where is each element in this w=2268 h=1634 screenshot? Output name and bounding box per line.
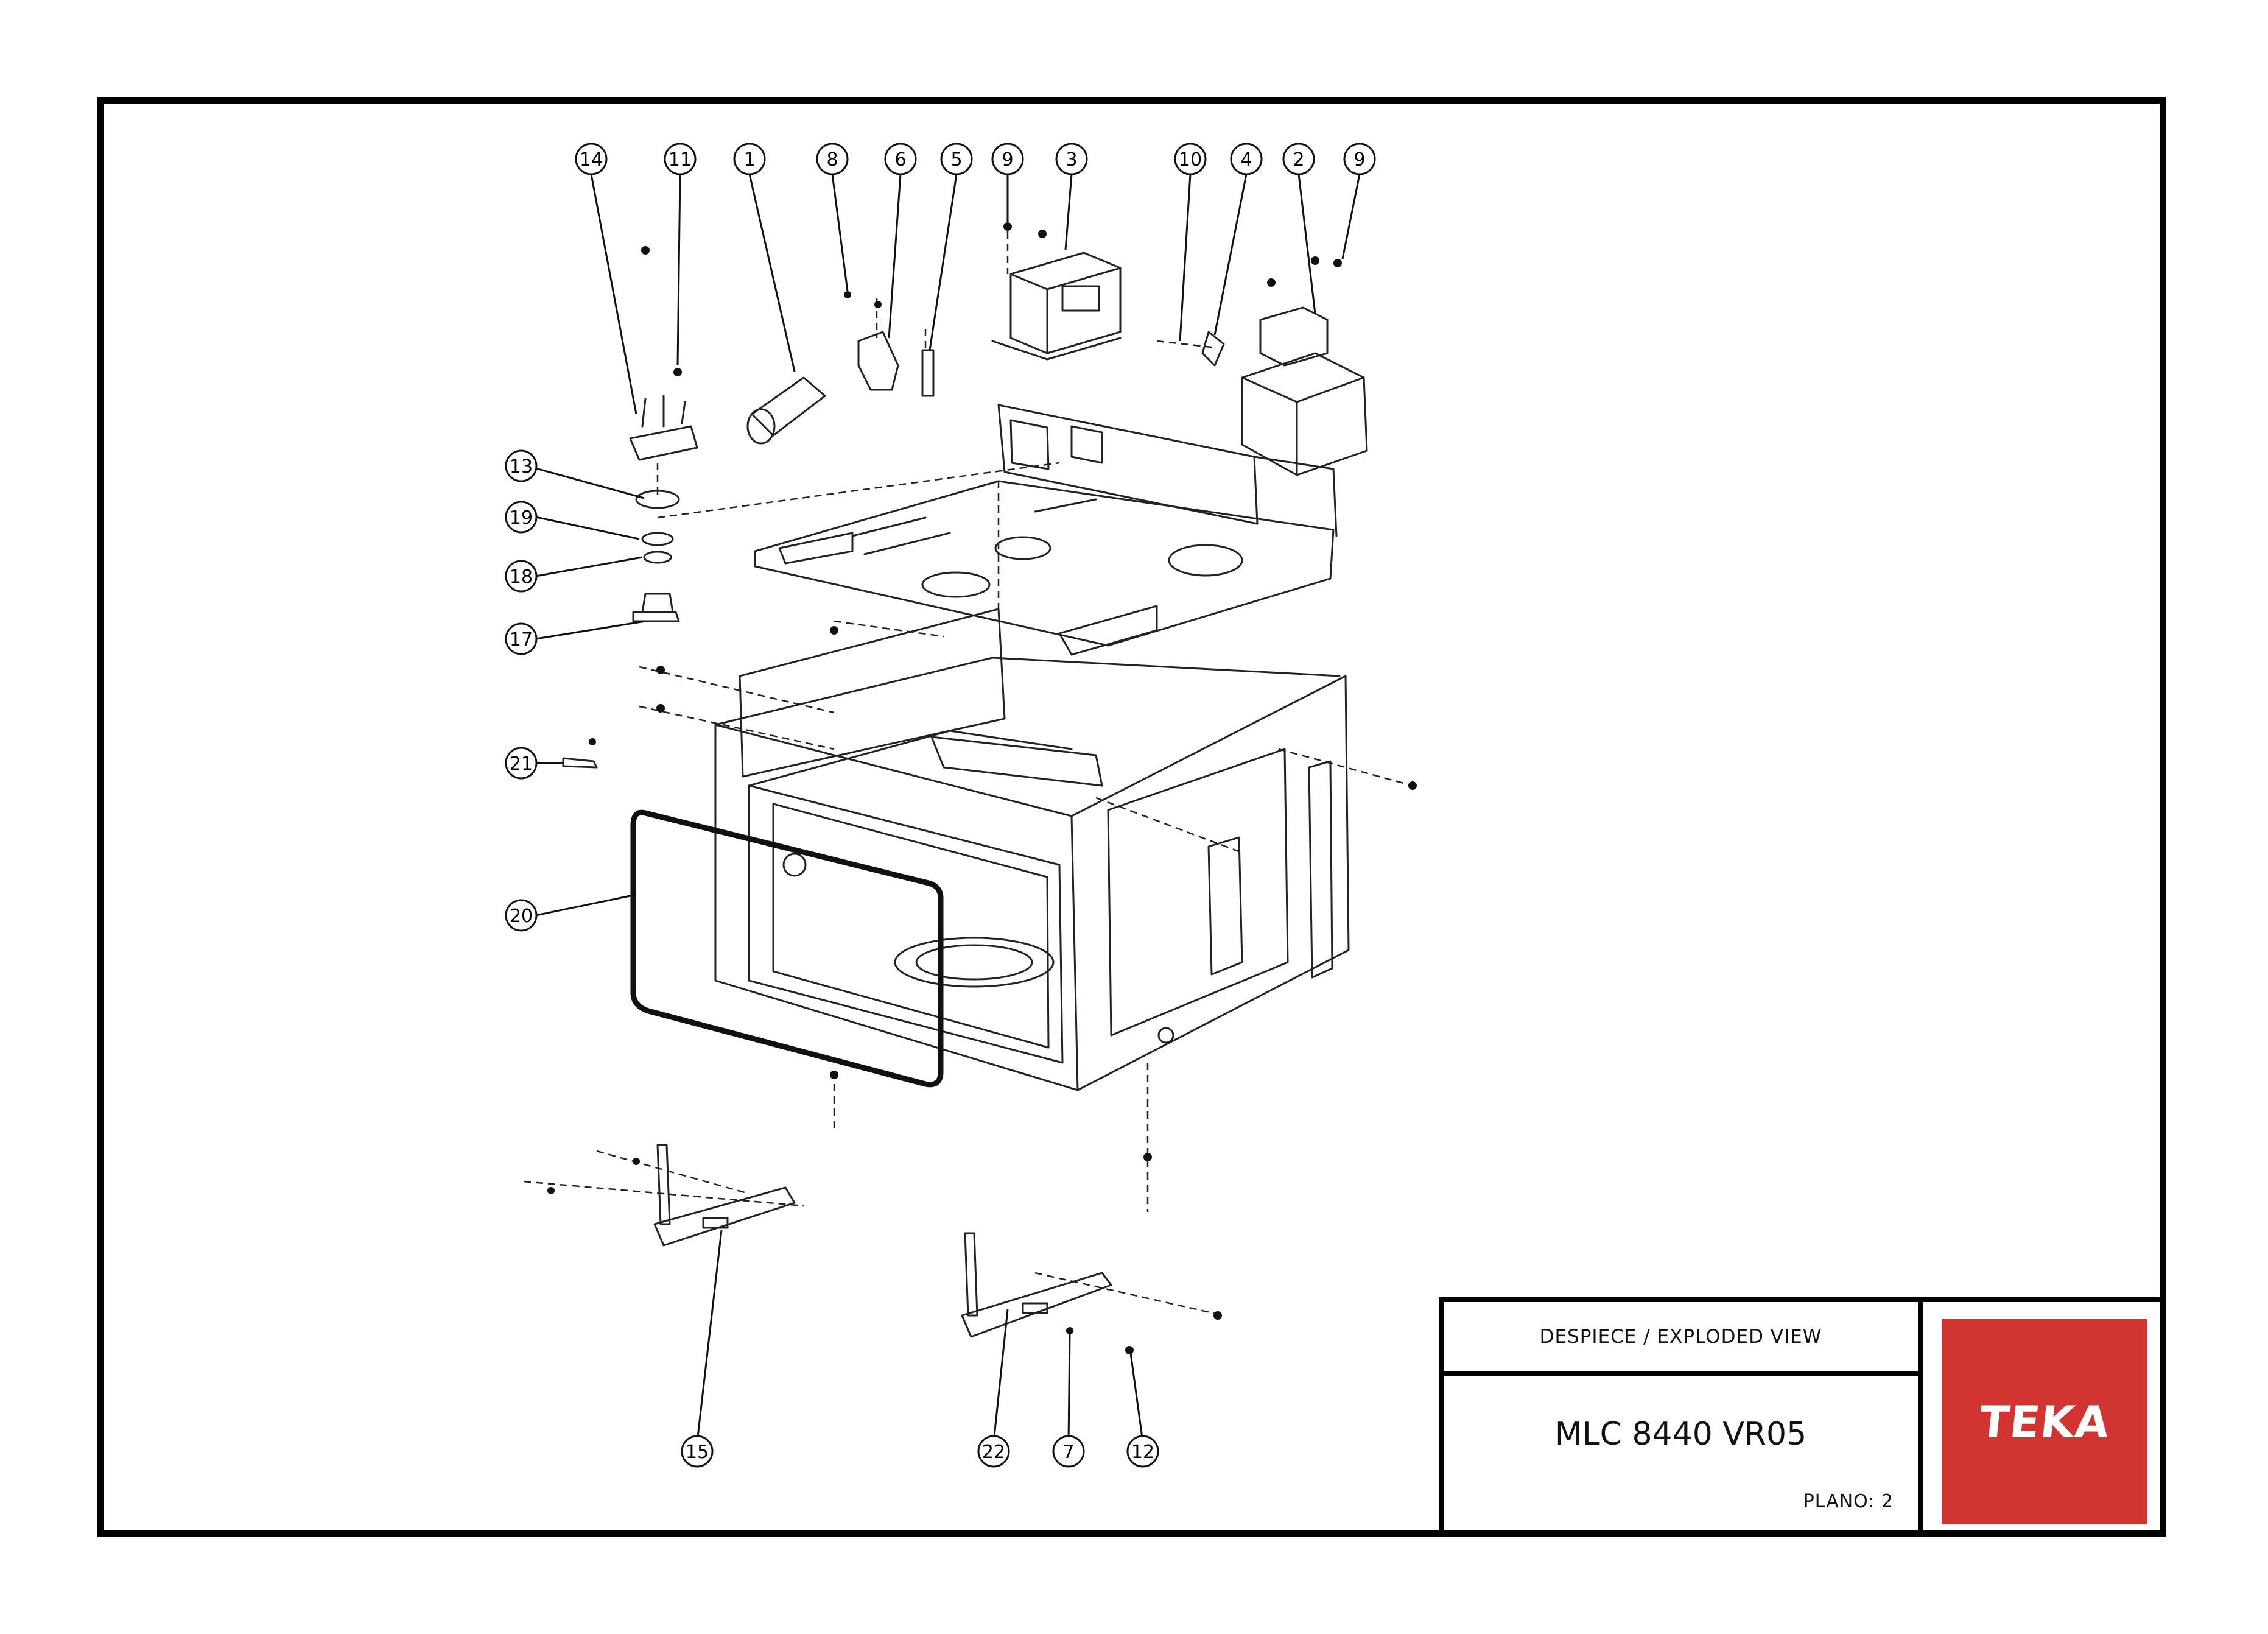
fuse-part: [921, 349, 935, 397]
callout-12: 12: [1131, 1442, 1154, 1463]
callout-9-left: 9: [1002, 149, 1013, 171]
callout-18: 18: [510, 566, 533, 588]
callout-11: 11: [669, 149, 692, 171]
top-plate-part: [754, 404, 1338, 656]
callout-2: 2: [1293, 149, 1304, 171]
callout-20: 20: [510, 906, 533, 927]
motor-part: [629, 395, 698, 622]
drawing-border: [97, 97, 2166, 1537]
hinge-left-part: [653, 1144, 796, 1247]
callout-15: 15: [686, 1442, 709, 1463]
callout-22: 22: [982, 1442, 1005, 1463]
callout-8: 8: [826, 149, 838, 171]
callout-6: 6: [894, 149, 906, 171]
callout-7: 7: [1062, 1442, 1074, 1463]
title-block-frame: [1439, 1297, 2166, 1537]
callout-5: 5: [950, 149, 962, 171]
transformer-part: [991, 252, 1122, 361]
callout-19: 19: [510, 507, 533, 529]
screws: [547, 222, 1417, 1354]
callout-10: 10: [1179, 149, 1202, 171]
view-title: DESPIECE / EXPLODED VIEW: [1444, 1302, 1918, 1376]
model-number: MLC 8440 VR05: [1554, 1416, 1807, 1453]
oven-cavity-part: [714, 608, 1350, 1091]
callout-17: 17: [510, 629, 533, 650]
callout-21: 21: [510, 753, 533, 775]
thermostat-part: [1201, 331, 1225, 367]
callout-1: 1: [743, 149, 755, 171]
leader-lines: [535, 174, 1361, 1443]
title-block: DESPIECE / EXPLODED VIEW MLC 8440 VR05 P…: [1439, 1297, 2166, 1537]
door-gasket-part: [630, 809, 944, 1088]
callout-13: 13: [510, 456, 533, 477]
callout-4: 4: [1240, 149, 1252, 171]
teka-logo-text: TEKA: [1976, 1396, 2112, 1448]
capacitor-part: [746, 376, 826, 445]
callout-14: 14: [580, 149, 603, 171]
callout-3: 3: [1066, 149, 1077, 171]
hinge-right-part: [961, 1232, 1112, 1338]
magnetron-part: [1241, 306, 1368, 476]
title-block-text-cell: DESPIECE / EXPLODED VIEW MLC 8440 VR05 P…: [1439, 1297, 1923, 1537]
plano-number: PLANO: 2: [1803, 1491, 1894, 1512]
callout-9-right: 9: [1353, 149, 1365, 171]
teka-logo: TEKA: [1942, 1319, 2147, 1524]
diode-bracket-part: [857, 331, 899, 391]
callout-circles: [505, 143, 1376, 1468]
latch-part: [562, 757, 598, 769]
